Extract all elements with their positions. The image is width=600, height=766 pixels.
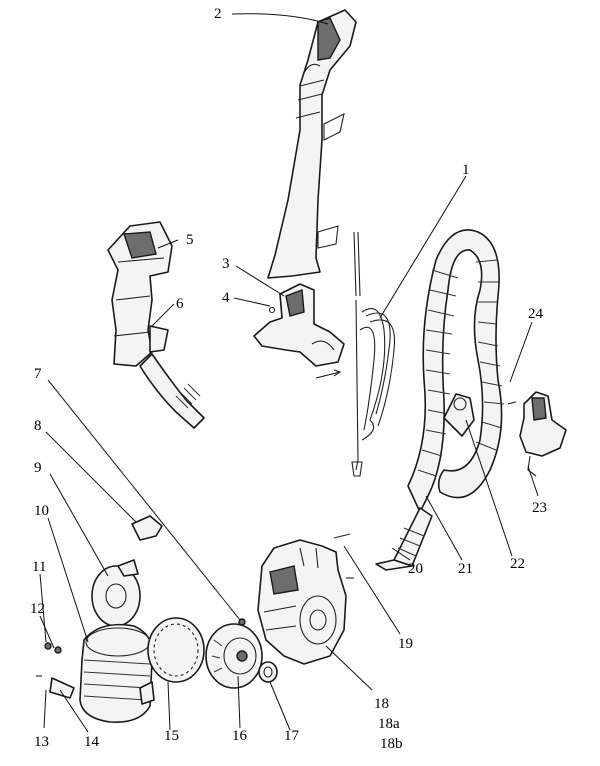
callout-18b: 18b xyxy=(380,736,403,752)
callout-24: 24 xyxy=(528,306,544,322)
callout-22: 22 xyxy=(510,556,525,572)
callout-13: 13 xyxy=(34,734,49,750)
part-2-handle-tube xyxy=(267,9,357,279)
callout-11: 11 xyxy=(32,559,46,575)
callout-3: 3 xyxy=(222,256,230,272)
part-15-gasket-ring xyxy=(147,617,205,683)
part-21-hose xyxy=(375,229,505,571)
part-8-filter-cap xyxy=(131,515,163,541)
part-17-washer xyxy=(258,661,278,683)
part-18-motor-housing xyxy=(257,539,347,665)
callout-4: 4 xyxy=(222,290,230,306)
part-16-motor-fan xyxy=(205,623,263,689)
callout-6: 6 xyxy=(176,296,184,312)
callout-23: 23 xyxy=(532,500,547,516)
callout-17: 17 xyxy=(284,728,300,744)
part-7-screw xyxy=(238,618,246,626)
callout-labels: 2 1 5 3 4 6 24 7 8 9 23 10 20 21 22 11 1… xyxy=(30,6,547,752)
callout-7: 7 xyxy=(34,366,42,382)
part-19-screws xyxy=(333,533,354,579)
callout-5: 5 xyxy=(186,232,194,248)
callout-20: 20 xyxy=(408,561,423,577)
part-11-12-fasteners xyxy=(36,642,75,699)
callout-19: 19 xyxy=(398,636,413,652)
part-rod xyxy=(353,231,361,297)
callout-15: 15 xyxy=(164,728,179,744)
callout-2: 2 xyxy=(214,6,222,22)
callout-21: 21 xyxy=(458,561,473,577)
part-1-power-cord xyxy=(351,299,396,477)
callout-12: 12 xyxy=(30,601,45,617)
callout-16: 16 xyxy=(232,728,248,744)
part-10-dust-cup xyxy=(79,623,155,723)
part-9-filter-lid xyxy=(91,559,141,627)
part-22-hose-cuff xyxy=(443,393,475,437)
callout-14: 14 xyxy=(84,734,100,750)
callout-18a: 18a xyxy=(378,716,400,732)
part-23-hose-hanger xyxy=(507,391,567,477)
part-3-connector xyxy=(253,283,345,379)
part-5-handle-body xyxy=(107,221,205,429)
callout-8: 8 xyxy=(34,418,42,434)
callout-10: 10 xyxy=(34,503,49,519)
callout-9: 9 xyxy=(34,460,42,476)
leader-lines xyxy=(39,13,539,733)
callout-1: 1 xyxy=(462,162,470,178)
callout-18: 18 xyxy=(374,696,389,712)
